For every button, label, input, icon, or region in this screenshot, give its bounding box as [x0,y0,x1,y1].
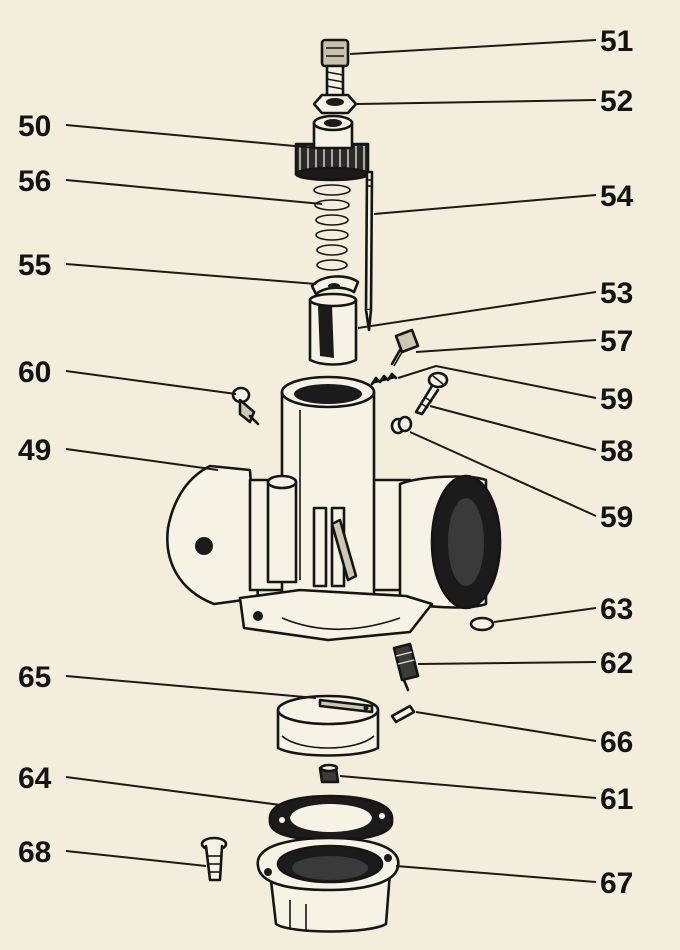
leader-51 [349,39,597,55]
callout-59-upper: 59 [600,383,633,416]
callout-64: 64 [18,762,52,795]
callout-52: 52 [600,85,633,118]
callout-59-lower: 59 [600,501,633,534]
leader-50 [65,124,317,149]
callout-63: 63 [600,593,633,626]
callout-62: 62 [600,647,633,680]
leader-68 [65,850,207,867]
callout-61: 61 [600,783,633,816]
leader-lines [65,39,597,883]
callout-67: 67 [600,867,633,900]
part-61-main-jet [318,763,340,784]
part-49-carburetor-body [166,375,502,642]
callout-65: 65 [18,661,51,694]
part-67-float-bowl [256,836,400,933]
leader-62 [417,661,597,665]
callout-50: 50 [18,110,51,143]
part-64-float-bowl-gasket [268,794,394,842]
leader-64 [65,776,289,807]
part-56-throttle-spring [313,184,351,271]
callout-53: 53 [600,277,633,310]
callout-68: 68 [18,836,51,869]
leader-61 [339,775,597,799]
callout-57: 57 [600,325,633,358]
callout-labels: 51 52 50 56 54 55 53 57 60 59 58 49 59 6… [18,25,634,900]
callout-66: 66 [600,726,633,759]
leader-60 [65,370,237,395]
part-63-o-ring [469,616,495,632]
part-57-idle-screw [390,328,420,367]
part-55-needle-clip [310,275,360,296]
part-53-throttle-slide [308,292,358,366]
leader-49 [65,448,219,471]
leader-56 [65,179,323,205]
part-54-jet-needle [364,170,374,332]
part-66-float-pin [390,704,416,724]
leader-54 [373,194,597,215]
callout-58: 58 [600,435,633,468]
leader-53 [357,291,597,329]
part-52-lock-nut [312,93,358,115]
part-51-adjuster-screw [320,38,350,98]
leader-66 [415,711,597,742]
callout-51: 51 [600,25,633,58]
leader-57 [415,339,597,353]
part-60-tickler-plunger [231,386,260,426]
callout-55: 55 [18,249,51,282]
leader-58 [429,405,597,451]
leader-52 [355,99,597,105]
callout-49: 49 [18,434,51,467]
callout-56: 56 [18,165,51,198]
part-59-small-spring-lower [390,415,413,435]
callout-60: 60 [18,356,51,389]
part-59-small-spring-upper [370,372,398,386]
leader-59-lower [409,431,597,517]
leader-67 [395,865,597,883]
part-62-float-needle [392,642,420,692]
part-68-bowl-screw [200,836,228,882]
leader-63 [493,607,597,623]
leader-65 [65,675,317,699]
part-58-mixture-screw [414,371,449,416]
callout-54: 54 [600,180,634,213]
leader-59-upper [397,364,597,399]
leader-55 [65,263,317,285]
part-65-float [276,694,380,757]
